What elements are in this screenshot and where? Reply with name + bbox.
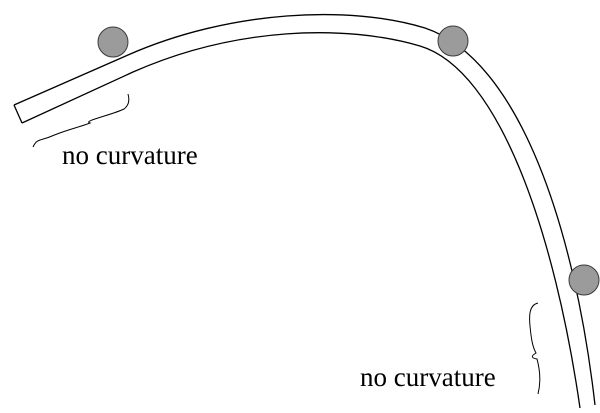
strip-inner-edge bbox=[21, 32, 581, 409]
top-roller bbox=[437, 25, 469, 57]
right-curly-brace bbox=[529, 302, 541, 395]
left-curly-brace bbox=[32, 93, 130, 148]
strip-left-end bbox=[13, 104, 23, 124]
no-curvature-label-right: no curvature bbox=[360, 362, 496, 392]
strip-outer-edge bbox=[13, 13, 596, 406]
right-roller bbox=[568, 264, 600, 296]
no-curvature-label-left: no curvature bbox=[62, 140, 198, 170]
left-roller bbox=[97, 26, 129, 58]
